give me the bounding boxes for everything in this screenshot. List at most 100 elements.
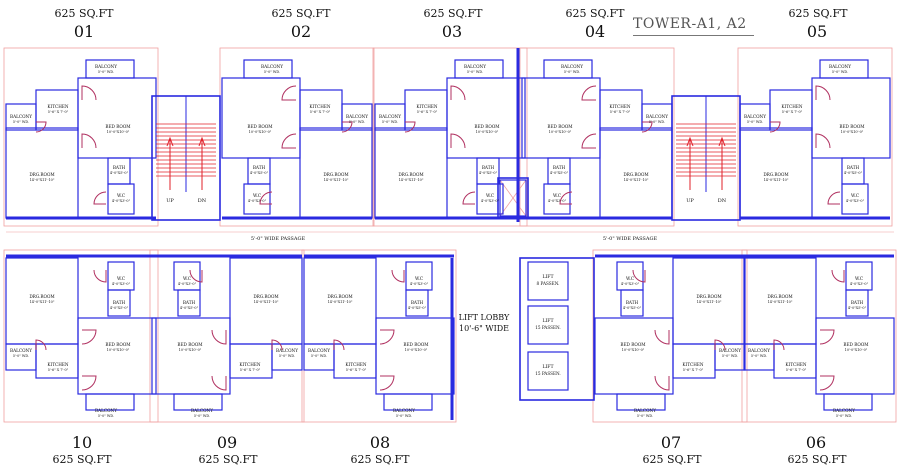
door-swing bbox=[581, 133, 597, 149]
bath-unit-08-label: BATH bbox=[411, 300, 424, 305]
drg-room-unit-07-dim: 14'-0"X11'-10" bbox=[697, 300, 722, 304]
drg-room-unit-09-dim: 14'-0"X11'-10" bbox=[254, 300, 279, 304]
room-outline bbox=[499, 179, 527, 217]
unit-outline bbox=[301, 249, 457, 423]
lift-2-name: LIFT bbox=[542, 318, 554, 324]
wall bbox=[497, 177, 529, 219]
side-balcony-unit-06-dim: 5'-0" WD. bbox=[751, 354, 767, 358]
side-balcony-unit-07-dim: 5'-0" WD. bbox=[722, 354, 738, 358]
door-swing bbox=[189, 269, 203, 283]
bed-room-unit-06-label: BED ROOM bbox=[843, 342, 869, 347]
side-balcony-unit-04-label: BALCONY bbox=[646, 114, 668, 119]
unit-outline bbox=[3, 249, 159, 423]
door-swing bbox=[831, 269, 845, 283]
passage-left-label: 5'-0" WIDE PASSAGE bbox=[251, 236, 306, 242]
unit-05-area: 625 SQ.FT bbox=[788, 7, 848, 20]
door-swing bbox=[559, 191, 573, 205]
room-outline bbox=[773, 343, 817, 379]
room-outline bbox=[374, 103, 406, 131]
stair-up-label-right: UP bbox=[686, 198, 694, 204]
room-outline bbox=[221, 77, 301, 159]
room-outline bbox=[476, 183, 504, 215]
unit-08-area: 625 SQ.FT bbox=[350, 453, 410, 466]
wc-unit-06-label: W.C bbox=[855, 276, 863, 281]
wc-unit-04-dim: 4'-0"X3'-0" bbox=[548, 199, 567, 203]
kitchen-unit-09-label: KITCHEN bbox=[239, 362, 260, 367]
kitchen-unit-05-dim: 5'-6" X 7'-0" bbox=[782, 110, 803, 114]
stair-arrowhead-dn-right bbox=[718, 136, 726, 147]
door-swing bbox=[35, 339, 47, 351]
bed-room-unit-04-label: BED ROOM bbox=[547, 124, 573, 129]
wc-unit-02-dim: 4'-0"X3'-0" bbox=[248, 199, 267, 203]
kitchen-unit-08-dim: 5'-6" X 7'-0" bbox=[346, 368, 367, 372]
bed-room-unit-06-dim: 10'-0"X10'-0" bbox=[845, 348, 868, 352]
stair-dn-label-right: DN bbox=[718, 198, 727, 204]
side-balcony-unit-03-label: BALCONY bbox=[379, 114, 401, 119]
side-balcony-unit-02-dim: 5'-0" WD. bbox=[349, 120, 365, 124]
unit-10-area: 625 SQ.FT bbox=[52, 453, 112, 466]
bed-room-unit-08-dim: 10'-0"X10'-0" bbox=[405, 348, 428, 352]
kitchen-unit-05-label: KITCHEN bbox=[781, 104, 802, 109]
room-outline bbox=[845, 261, 873, 291]
unit-01-area: 625 SQ.FT bbox=[54, 7, 114, 20]
door-swing bbox=[81, 329, 97, 345]
door-swing bbox=[281, 133, 297, 149]
bath-unit-02-label: BATH bbox=[253, 165, 266, 170]
balcony-unit-06-label: BALCONY bbox=[833, 408, 855, 413]
room-outline bbox=[743, 343, 775, 371]
drg-room-unit-03-label: DRG.ROOM bbox=[398, 172, 424, 177]
kitchen-unit-06-dim: 5'-6" X 7'-0" bbox=[786, 368, 807, 372]
tower-title-underline bbox=[633, 35, 754, 36]
unit-02-area: 625 SQ.FT bbox=[271, 7, 331, 20]
bath-unit-10-dim: 4'-0"X5'-0" bbox=[110, 306, 129, 310]
room-outline bbox=[672, 343, 716, 379]
room-outline bbox=[714, 343, 746, 371]
kitchen-unit-04-label: KITCHEN bbox=[609, 104, 630, 109]
balcony-unit-08-dim: 5'-0" WD. bbox=[396, 414, 412, 418]
door-swing bbox=[581, 85, 597, 101]
side-balcony-unit-05-label: BALCONY bbox=[744, 114, 766, 119]
wc-unit-08-label: W.C bbox=[415, 276, 423, 281]
side-balcony-unit-06-label: BALCONY bbox=[748, 348, 770, 353]
door-swing bbox=[81, 375, 97, 391]
room-outline bbox=[823, 393, 873, 411]
side-balcony-unit-09-dim: 5'-0" WD. bbox=[279, 354, 295, 358]
door-swing bbox=[462, 191, 476, 205]
unit-outline bbox=[737, 47, 893, 227]
side-balcony-unit-08-label: BALCONY bbox=[308, 348, 330, 353]
kitchen-unit-08-label: KITCHEN bbox=[345, 362, 366, 367]
bath-unit-10-label: BATH bbox=[113, 300, 126, 305]
balcony-unit-09-dim: 5'-0" WD. bbox=[194, 414, 210, 418]
room-outline bbox=[173, 261, 201, 291]
lift-2-capacity: 15 PASSEN. bbox=[535, 325, 561, 330]
drg-room-unit-08-label: DRG.ROOM bbox=[327, 294, 353, 299]
room-outline bbox=[521, 77, 601, 159]
room-outline bbox=[151, 317, 231, 395]
door-swing bbox=[93, 191, 107, 205]
drg-room-unit-05-dim: 14'-0"X11'-10" bbox=[764, 178, 789, 182]
room-outline bbox=[107, 261, 135, 291]
wc-unit-05-label: W.C bbox=[851, 193, 859, 198]
drg-room-unit-06-dim: 14'-0"X11'-10" bbox=[768, 300, 793, 304]
room-outline bbox=[527, 305, 569, 345]
unit-outline bbox=[519, 47, 675, 227]
unit-07-area: 625 SQ.FT bbox=[642, 453, 702, 466]
door-swing bbox=[632, 269, 646, 283]
kitchen-unit-09-dim: 5'-6" X 7'-0" bbox=[240, 368, 261, 372]
balcony-unit-09-label: BALCONY bbox=[191, 408, 213, 413]
shaft-cross bbox=[499, 179, 527, 217]
room-outline bbox=[543, 183, 571, 215]
room-outline bbox=[341, 103, 373, 131]
kitchen-unit-01-label: KITCHEN bbox=[47, 104, 68, 109]
unit-outline bbox=[149, 249, 305, 423]
door-swing bbox=[81, 85, 97, 101]
room-outline bbox=[271, 343, 303, 371]
wc-unit-04-label: W.C bbox=[553, 193, 561, 198]
unit-10-number: 10 bbox=[71, 433, 93, 452]
door-swing bbox=[81, 133, 97, 149]
bath-unit-07-label: BATH bbox=[626, 300, 639, 305]
passage-right-label: 5'-0" WIDE PASSAGE bbox=[603, 236, 658, 242]
stair-arrowhead-up-right bbox=[686, 136, 694, 147]
drg-room-unit-09-label: DRG.ROOM bbox=[253, 294, 279, 299]
